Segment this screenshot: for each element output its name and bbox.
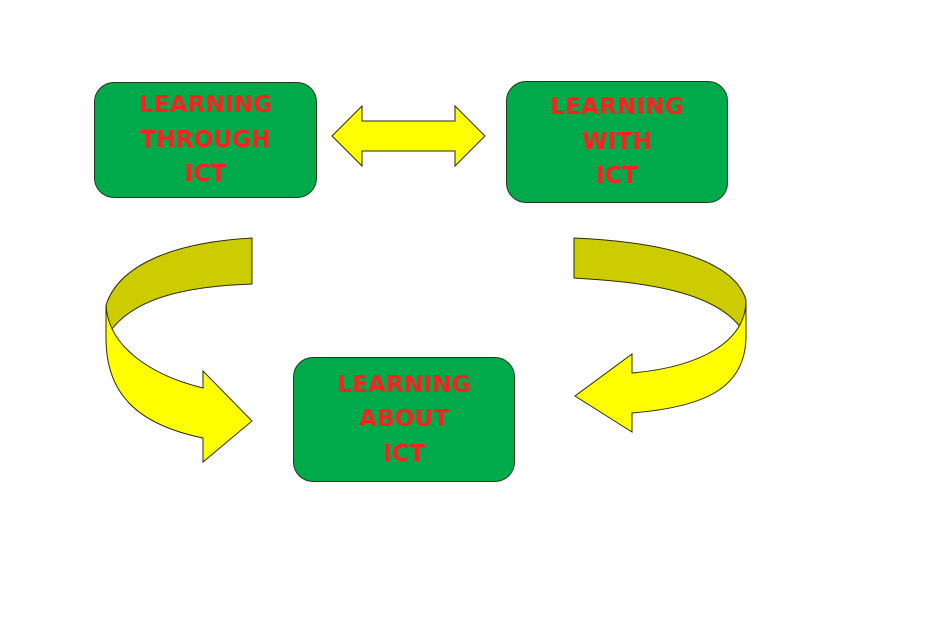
node-label-line: ICT [383, 440, 425, 467]
node-label-line: LEARNING [138, 92, 273, 119]
node-label-line: ICT [596, 163, 638, 190]
node-label-line: THROUGH [140, 126, 271, 153]
node-learning-through-ict: LEARNING THROUGH ICT [94, 82, 317, 198]
node-label-line: LEARNING [550, 94, 684, 121]
node-learning-with-ict: LEARNING WITH ICT [506, 81, 728, 203]
node-learning-about-ict: LEARNING ABOUT ICT [293, 357, 515, 482]
node-label-line: ICT [184, 161, 227, 188]
node-label-line: LEARNING [337, 371, 471, 398]
double-arrow-icon [331, 104, 486, 168]
node-label-line: ABOUT [358, 406, 450, 433]
node-label-line: WITH [582, 128, 652, 155]
curved-arrow-right-icon [573, 237, 747, 433]
curved-arrow-left-icon [105, 237, 253, 464]
